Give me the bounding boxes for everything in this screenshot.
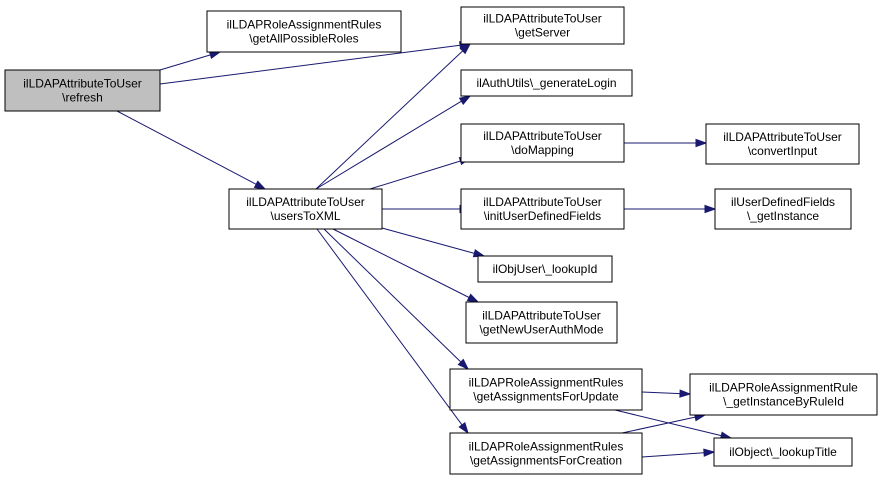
node-box (714, 188, 852, 230)
node-label-line: ilObjUser\_lookupId (493, 262, 598, 276)
node-getAssignmentsForCreation[interactable]: ilLDAPRoleAssignmentRules\getAssignments… (449, 432, 643, 475)
node-usersToXML[interactable]: ilLDAPAttributeToUser\usersToXML (228, 188, 383, 230)
node-getInstanceByRuleId[interactable]: ilLDAPRoleAssignmentRule\_getInstanceByR… (689, 373, 878, 416)
edge-line (641, 391, 681, 395)
edge-usersToXML-to-generateLogin (315, 95, 472, 190)
edge-getAssignmentsForCreation-to-getInstanceByRuleId (621, 413, 707, 434)
arrowhead (253, 180, 267, 190)
node-box (449, 432, 643, 475)
node-lookupTitle[interactable]: ilObject\_lookupTitle (713, 437, 853, 467)
node-label-line: ilLDAPAttributeToUser (482, 309, 601, 323)
edge-line (621, 416, 696, 434)
node-box (713, 437, 853, 467)
edge-line (369, 160, 461, 190)
arrowhead (458, 422, 469, 435)
arrowhead (695, 138, 708, 148)
edge-line (332, 228, 470, 298)
arrowhead (703, 448, 716, 457)
node-label-line: ilLDAPRoleAssignmentRules (469, 440, 624, 454)
edge-line (316, 228, 463, 426)
node-label-line: ilLDAPAttributeToUser (246, 195, 365, 209)
node-generateLogin[interactable]: ilAuthUtils\_generateLogin (460, 69, 633, 97)
node-label-line: \getAssignmentsForCreation (470, 454, 622, 468)
edge-usersToXML-to-initUserDefinedFields (382, 204, 472, 214)
node-label-line: ilLDAPAttributeToUser (483, 195, 602, 209)
node-label-line: \getAllPossibleRoles (249, 32, 358, 46)
node-label-line: \getAssignmentsForUpdate (473, 390, 619, 404)
edge-getAssignmentsForCreation-to-lookupTitle (641, 448, 716, 458)
node-getInstance[interactable]: ilUserDefinedFields\_getInstance (714, 188, 852, 230)
edge-line (315, 50, 464, 190)
edge-refresh-to-getAllPossibleRoles (159, 50, 222, 71)
edge-line (641, 452, 705, 458)
arrowhead (459, 42, 472, 55)
node-convertInput[interactable]: ilLDAPAttributeToUser\convertInput (705, 123, 860, 165)
edge-usersToXML-to-getServer (315, 42, 472, 190)
node-doMapping[interactable]: ilLDAPAttributeToUser\doMapping (460, 123, 625, 163)
node-box (460, 6, 625, 45)
node-getNewUserAuthMode[interactable]: ilLDAPAttributeToUser\getNewUserAuthMode (465, 301, 618, 344)
node-box (689, 373, 878, 416)
node-label-line: \usersToXML (270, 209, 340, 223)
edge-line (159, 54, 211, 71)
node-label-line: \_getInstance (747, 209, 819, 223)
nodes-layer: ilLDAPAttributeToUser\refreshilLDAPRoleA… (4, 6, 878, 475)
edge-line (116, 110, 257, 185)
node-label-line: ilAuthUtils\_generateLogin (476, 76, 616, 90)
edge-usersToXML-to-getAssignmentsForCreation (316, 228, 469, 435)
edge-getAssignmentsForUpdate-to-getInstanceByRuleId (641, 389, 692, 398)
node-box (206, 10, 402, 53)
edge-initUserDefinedFields-to-getInstance (624, 204, 717, 214)
arrowhead (679, 389, 692, 398)
node-box (477, 255, 613, 283)
node-label-line: \getServer (515, 26, 570, 40)
edge-refresh-to-usersToXML (116, 110, 267, 190)
node-label-line: ilUserDefinedFields (731, 195, 835, 209)
node-box (460, 188, 625, 230)
edge-line (381, 227, 475, 254)
edge-line (323, 228, 462, 363)
edge-usersToXML-to-doMapping (369, 157, 472, 190)
node-box (460, 123, 625, 163)
edge-line (315, 100, 462, 190)
arrowhead (704, 204, 717, 214)
edge-usersToXML-to-getAssignmentsForUpdate (323, 228, 470, 371)
node-box (465, 301, 618, 344)
node-box (460, 69, 633, 97)
node-getAllPossibleRoles[interactable]: ilLDAPRoleAssignmentRules\getAllPossible… (206, 10, 402, 53)
node-label-line: \getNewUserAuthMode (479, 323, 603, 337)
arrowhead (466, 293, 480, 303)
node-box (228, 188, 383, 230)
edge-usersToXML-to-lookupId (381, 227, 486, 258)
edge-doMapping-to-convertInput (624, 138, 708, 148)
edge-usersToXML-to-getNewUserAuthMode (332, 228, 480, 303)
node-label-line: \doMapping (511, 143, 574, 157)
node-box (705, 123, 860, 165)
node-label-line: \initUserDefinedFields (484, 209, 601, 223)
node-box (4, 69, 161, 112)
node-label-line: ilObject\_lookupTitle (729, 445, 837, 459)
arrowhead (457, 358, 470, 371)
node-label-line: \_getInstanceByRuleId (723, 395, 844, 409)
node-initUserDefinedFields[interactable]: ilLDAPAttributeToUser\initUserDefinedFie… (460, 188, 625, 230)
node-label-line: ilLDAPAttributeToUser (23, 77, 142, 91)
node-label-line: ilLDAPRoleAssignmentRules (227, 18, 382, 32)
node-label-line: \convertInput (748, 144, 818, 158)
edge-line (159, 44, 461, 85)
arrowhead (208, 50, 222, 60)
node-label-line: ilLDAPAttributeToUser (483, 12, 602, 26)
node-refresh[interactable]: ilLDAPAttributeToUser\refresh (4, 69, 161, 112)
node-label-line: ilLDAPRoleAssignmentRules (469, 376, 624, 390)
node-label-line: \refresh (62, 91, 103, 105)
arrowhead (458, 95, 472, 106)
node-box (449, 368, 643, 411)
node-label-line: ilLDAPAttributeToUser (723, 130, 842, 144)
node-label-line: ilLDAPRoleAssignmentRule (709, 381, 858, 395)
node-label-line: ilLDAPAttributeToUser (483, 129, 602, 143)
node-getAssignmentsForUpdate[interactable]: ilLDAPRoleAssignmentRules\getAssignments… (449, 368, 643, 411)
node-getServer[interactable]: ilLDAPAttributeToUser\getServer (460, 6, 625, 45)
node-lookupId[interactable]: ilObjUser\_lookupId (477, 255, 613, 283)
